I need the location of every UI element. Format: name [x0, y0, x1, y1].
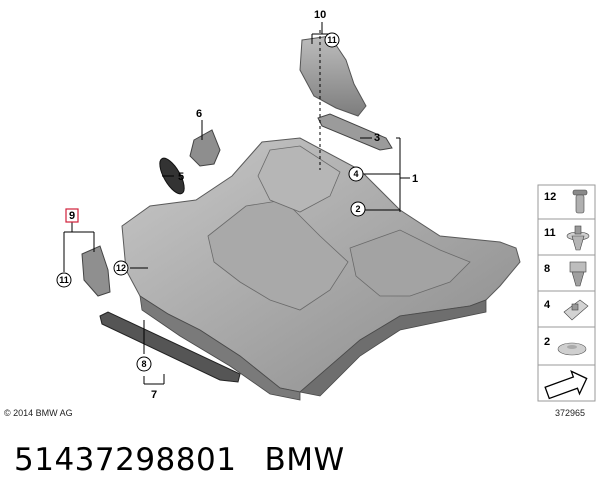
part-label-4: 4 [353, 169, 358, 179]
part-9-highlight-box [65, 208, 79, 223]
part-3-shape [317, 113, 393, 151]
legend-item-11-label: 11 [544, 227, 556, 239]
part-label-6: 6 [196, 108, 202, 120]
drawing-number: 372965 [555, 408, 585, 418]
circled-label-11-left: 11 [56, 272, 72, 288]
part-8-shape [99, 311, 241, 383]
legend-item-12-label: 12 [544, 191, 556, 203]
brand-name: BMW [264, 442, 345, 478]
part-number: 51437298801 [14, 442, 237, 478]
floor-carpet [121, 137, 521, 401]
clip-2-icon [557, 342, 587, 356]
part-label-11-left: 11 [59, 275, 69, 285]
circled-label-4: 4 [348, 166, 364, 182]
part-label-10: 10 [314, 9, 326, 21]
part-label-12: 12 [116, 263, 126, 273]
circled-label-8: 8 [136, 356, 152, 372]
legend-item-4-label: 4 [544, 299, 551, 311]
arrow-icon [544, 370, 588, 400]
part-6-shape [189, 129, 221, 167]
circled-label-2: 2 [350, 201, 366, 217]
part-label-5: 5 [178, 171, 184, 183]
part-10-shape [299, 35, 367, 117]
legend-item-2-label: 2 [544, 336, 550, 348]
clip-11-icon [566, 225, 590, 251]
part-label-11-top: 11 [327, 35, 337, 45]
clip-8-icon [569, 261, 587, 287]
part-caption: 51437298801 BMW [14, 442, 345, 478]
part-label-9: 9 [69, 210, 75, 222]
legend-item-8-label: 8 [544, 263, 550, 275]
part-label-7: 7 [151, 389, 157, 401]
clip-4-icon [563, 299, 589, 321]
copyright-text: © 2014 BMW AG [4, 408, 73, 418]
part-9-shape [81, 245, 111, 297]
fastener-legend: 12 11 8 4 2 [537, 184, 596, 402]
leader-lines [63, 22, 410, 385]
clip-12-icon [572, 189, 588, 214]
part-label-8: 8 [141, 359, 146, 369]
part-label-1: 1 [412, 173, 418, 185]
part-label-2: 2 [355, 204, 360, 214]
circled-label-12: 12 [113, 260, 129, 276]
circled-label-11-top: 11 [324, 32, 340, 48]
part-label-3: 3 [374, 132, 380, 144]
